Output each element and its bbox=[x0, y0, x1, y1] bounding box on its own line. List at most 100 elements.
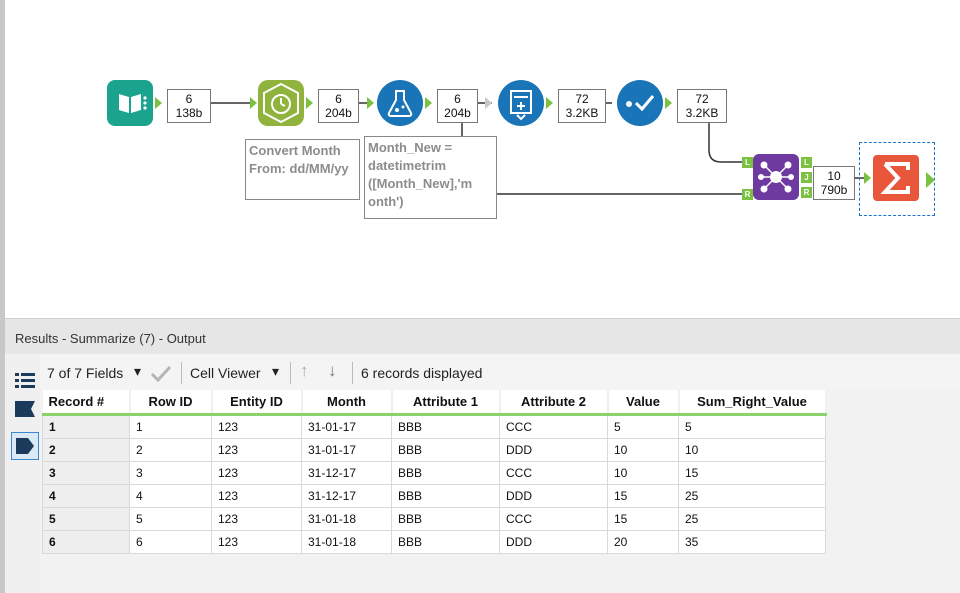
input-anchor[interactable] bbox=[864, 172, 871, 184]
join-right-input-anchor[interactable]: R bbox=[742, 189, 753, 200]
column-header[interactable]: Row ID bbox=[129, 390, 213, 416]
chevron-down-icon[interactable]: ▾ bbox=[272, 363, 280, 379]
table-cell[interactable]: 123 bbox=[211, 530, 302, 554]
table-cell[interactable]: 5 bbox=[678, 414, 826, 439]
table-cell[interactable]: BBB bbox=[391, 507, 500, 531]
table-cell[interactable]: 31-01-17 bbox=[301, 438, 392, 462]
select-tool[interactable] bbox=[617, 80, 663, 126]
formula-tool[interactable] bbox=[377, 80, 423, 126]
table-cell[interactable]: BBB bbox=[391, 530, 500, 554]
output-anchor[interactable] bbox=[155, 97, 162, 109]
table-cell[interactable]: DDD bbox=[499, 438, 608, 462]
chevron-down-icon[interactable]: ▾ bbox=[134, 363, 142, 379]
table-cell[interactable]: 10 bbox=[678, 438, 826, 462]
data-view-toggle[interactable] bbox=[11, 432, 39, 460]
generate-rows-tool[interactable] bbox=[498, 80, 544, 126]
join-tool[interactable] bbox=[753, 154, 799, 200]
record-number-cell[interactable]: 1 bbox=[42, 414, 130, 439]
table-cell[interactable]: BBB bbox=[391, 438, 500, 462]
input-anchor[interactable] bbox=[485, 97, 492, 109]
output-anchor[interactable] bbox=[926, 172, 935, 188]
results-title: Results - Summarize (7) - Output bbox=[15, 331, 206, 346]
datetime-tool[interactable] bbox=[258, 80, 304, 126]
output-anchor[interactable] bbox=[665, 97, 672, 109]
table-cell[interactable]: DDD bbox=[499, 484, 608, 508]
table-cell[interactable]: 123 bbox=[211, 414, 302, 439]
record-number-cell[interactable]: 2 bbox=[42, 438, 130, 462]
table-cell[interactable]: CCC bbox=[499, 507, 608, 531]
workflow-canvas[interactable]: 6 138b 6 204b Convert Month From: dd/MM/… bbox=[0, 0, 960, 318]
table-cell[interactable]: 35 bbox=[678, 530, 826, 554]
column-header[interactable]: Attribute 2 bbox=[499, 390, 609, 416]
table-cell[interactable]: 6 bbox=[129, 530, 212, 554]
record-number-cell[interactable]: 3 bbox=[42, 461, 130, 485]
table-cell[interactable]: 1 bbox=[129, 414, 212, 439]
table-cell[interactable]: 123 bbox=[211, 507, 302, 531]
table-row: 6 6 123 31-01-18 BBB DDD 20 35 bbox=[42, 530, 826, 554]
join-right-output-anchor[interactable]: R bbox=[801, 187, 812, 198]
table-cell[interactable]: 5 bbox=[607, 414, 679, 439]
cell-viewer-dropdown[interactable]: Cell Viewer bbox=[190, 365, 261, 381]
list-view-icon[interactable] bbox=[14, 370, 36, 392]
table-cell[interactable]: CCC bbox=[499, 414, 608, 439]
table-cell[interactable]: 15 bbox=[678, 461, 826, 485]
table-cell[interactable]: 5 bbox=[129, 507, 212, 531]
arrow-up-icon[interactable]: ↑ bbox=[300, 361, 309, 380]
record-size: 204b bbox=[325, 106, 352, 120]
record-number-cell[interactable]: 4 bbox=[42, 484, 130, 508]
record-size: 3.2KB bbox=[565, 106, 599, 120]
data-view-icon bbox=[16, 438, 34, 454]
table-cell[interactable]: 25 bbox=[678, 484, 826, 508]
output-anchor[interactable] bbox=[306, 97, 313, 109]
metadata-icon[interactable] bbox=[14, 398, 36, 420]
table-row: 4 4 123 31-12-17 BBB DDD 15 25 bbox=[42, 484, 826, 508]
checkmark-icon[interactable] bbox=[150, 364, 172, 382]
fields-selector[interactable]: 7 of 7 Fields bbox=[47, 365, 124, 381]
join-left-output-anchor[interactable]: L bbox=[801, 157, 812, 168]
table-cell[interactable]: 20 bbox=[607, 530, 679, 554]
record-count-box: 72 3.2KB bbox=[558, 89, 606, 123]
input-anchor[interactable] bbox=[367, 97, 374, 109]
table-cell[interactable]: 15 bbox=[607, 484, 679, 508]
table-cell[interactable]: BBB bbox=[391, 414, 500, 439]
join-left-input-anchor[interactable]: L bbox=[742, 157, 753, 168]
table-cell[interactable]: 15 bbox=[607, 507, 679, 531]
table-cell[interactable]: 31-12-17 bbox=[301, 461, 392, 485]
output-anchor[interactable] bbox=[425, 97, 432, 109]
table-cell[interactable]: 31-12-17 bbox=[301, 484, 392, 508]
table-cell[interactable]: 4 bbox=[129, 484, 212, 508]
table-cell[interactable]: DDD bbox=[499, 530, 608, 554]
column-header[interactable]: Sum_Right_Value bbox=[678, 390, 827, 416]
table-cell[interactable]: 25 bbox=[678, 507, 826, 531]
table-cell[interactable]: CCC bbox=[499, 461, 608, 485]
summarize-tool[interactable] bbox=[873, 155, 919, 201]
table-cell[interactable]: 2 bbox=[129, 438, 212, 462]
table-cell[interactable]: 31-01-18 bbox=[301, 530, 392, 554]
table-cell[interactable]: 10 bbox=[607, 461, 679, 485]
table-cell[interactable]: BBB bbox=[391, 461, 500, 485]
table-cell[interactable]: 123 bbox=[211, 484, 302, 508]
column-header[interactable]: Month bbox=[301, 390, 393, 416]
column-header[interactable]: Record # bbox=[42, 390, 131, 416]
table-cell[interactable]: 31-01-18 bbox=[301, 507, 392, 531]
toolbar-separator bbox=[181, 362, 182, 384]
record-number-cell[interactable]: 6 bbox=[42, 530, 130, 554]
column-header[interactable]: Entity ID bbox=[211, 390, 303, 416]
records-displayed-label: 6 records displayed bbox=[361, 365, 483, 381]
input-anchor[interactable] bbox=[250, 97, 257, 109]
table-row: 3 3 123 31-12-17 BBB CCC 10 15 bbox=[42, 461, 826, 485]
table-cell[interactable]: BBB bbox=[391, 484, 500, 508]
join-output-anchor[interactable]: J bbox=[801, 172, 812, 183]
record-number-cell[interactable]: 5 bbox=[42, 507, 130, 531]
column-header[interactable]: Value bbox=[607, 390, 680, 416]
table-cell[interactable]: 31-01-17 bbox=[301, 414, 392, 439]
arrow-down-icon[interactable]: ↓ bbox=[328, 361, 337, 380]
table-row: 1 1 123 31-01-17 BBB CCC 5 5 bbox=[42, 414, 826, 439]
table-cell[interactable]: 123 bbox=[211, 438, 302, 462]
table-cell[interactable]: 3 bbox=[129, 461, 212, 485]
table-cell[interactable]: 123 bbox=[211, 461, 302, 485]
table-cell[interactable]: 10 bbox=[607, 438, 679, 462]
input-data-tool[interactable] bbox=[107, 80, 153, 126]
column-header[interactable]: Attribute 1 bbox=[391, 390, 501, 416]
output-anchor[interactable] bbox=[546, 97, 553, 109]
